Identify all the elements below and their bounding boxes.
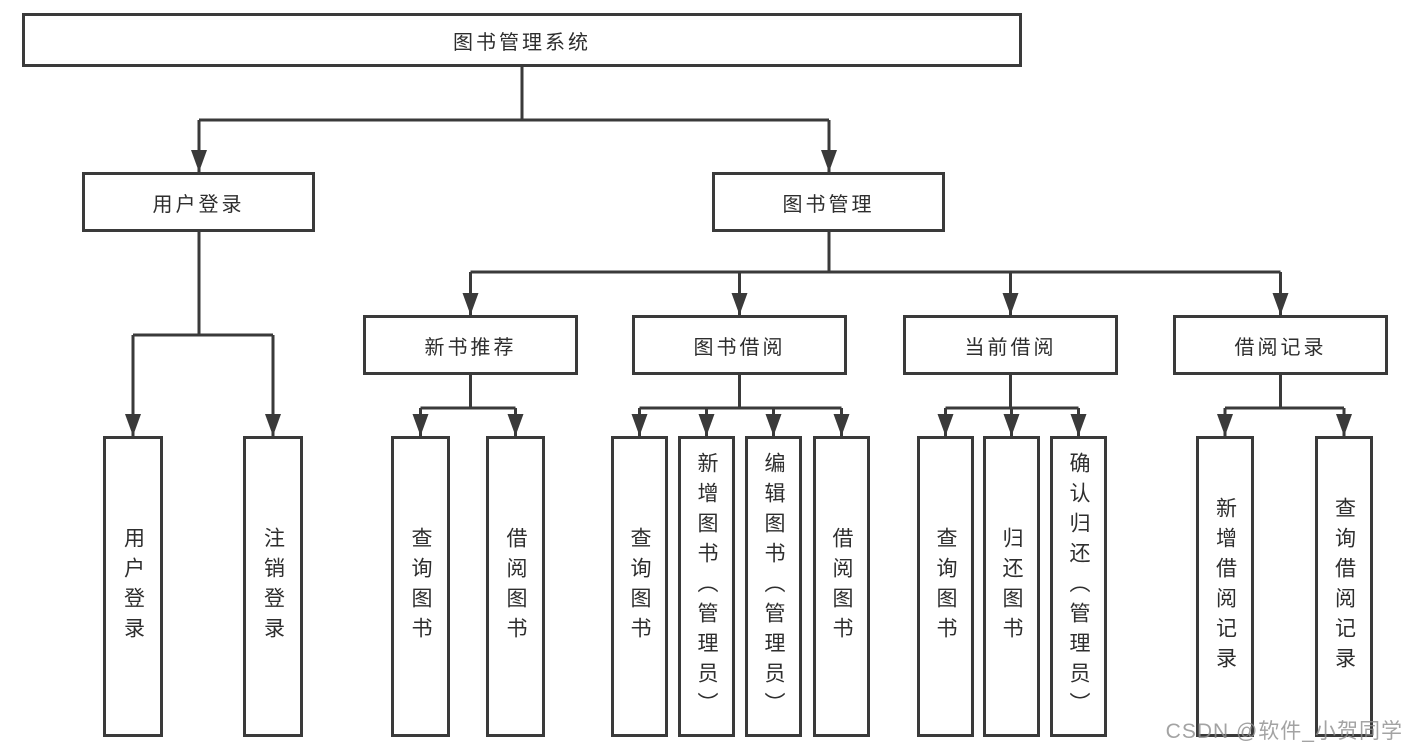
node-label: 借阅记录 xyxy=(1234,336,1327,359)
node-label: 用户登录 xyxy=(152,193,245,216)
node-leaf-query-borrow-record: 查询借阅记录 xyxy=(1315,436,1373,737)
node-user-login-module: 用户登录 xyxy=(82,172,315,232)
node-label: 用户登录 xyxy=(121,526,145,647)
node-leaf-query-books: 查询图书 xyxy=(917,436,974,737)
node-leaf-logout: 注销登录 xyxy=(243,436,303,737)
node-label: 当前借阅 xyxy=(964,336,1057,359)
node-label: 查询图书 xyxy=(628,526,651,647)
node-leaf-add-books-admin: 新增图书（管理员） xyxy=(678,436,735,737)
node-leaf-query-books: 查询图书 xyxy=(611,436,668,737)
node-leaf-return-books: 归还图书 xyxy=(983,436,1040,737)
node-leaf-borrow-books: 借阅图书 xyxy=(813,436,870,737)
node-leaf-query-books: 查询图书 xyxy=(391,436,450,737)
node-label: 查询图书 xyxy=(409,526,432,647)
node-leaf-add-borrow-record: 新增借阅记录 xyxy=(1196,436,1254,737)
node-label: 图书管理 xyxy=(782,193,875,216)
node-new-book-recommendation: 新书推荐 xyxy=(363,315,578,375)
node-label: 确认归还（管理员） xyxy=(1067,451,1090,722)
node-label: 查询图书 xyxy=(934,526,957,647)
node-label: 图书借阅 xyxy=(693,336,786,359)
node-leaf-confirm-return-admin: 确认归还（管理员） xyxy=(1050,436,1107,737)
node-book-management-system: 图书管理系统 xyxy=(22,13,1022,67)
node-label: 新增借阅记录 xyxy=(1213,496,1237,677)
node-label: 查询借阅记录 xyxy=(1332,496,1356,677)
node-label: 编辑图书（管理员） xyxy=(762,451,785,722)
node-label: 图书管理系统 xyxy=(453,31,591,54)
node-label: 注销登录 xyxy=(261,526,285,647)
node-leaf-edit-books-admin: 编辑图书（管理员） xyxy=(745,436,802,737)
node-label: 借阅图书 xyxy=(830,526,853,647)
node-borrowing-records: 借阅记录 xyxy=(1173,315,1388,375)
csdn-watermark: CSDN @软件_小贺同学 xyxy=(1165,720,1403,743)
node-label: 新书推荐 xyxy=(424,336,517,359)
node-current-borrowing: 当前借阅 xyxy=(903,315,1118,375)
node-label: 归还图书 xyxy=(1000,526,1023,647)
node-leaf-user-login: 用户登录 xyxy=(103,436,163,737)
node-leaf-borrow-books: 借阅图书 xyxy=(486,436,545,737)
node-book-borrowing: 图书借阅 xyxy=(632,315,847,375)
node-label: 新增图书（管理员） xyxy=(695,451,718,722)
node-book-management-module: 图书管理 xyxy=(712,172,945,232)
node-label: 借阅图书 xyxy=(504,526,527,647)
